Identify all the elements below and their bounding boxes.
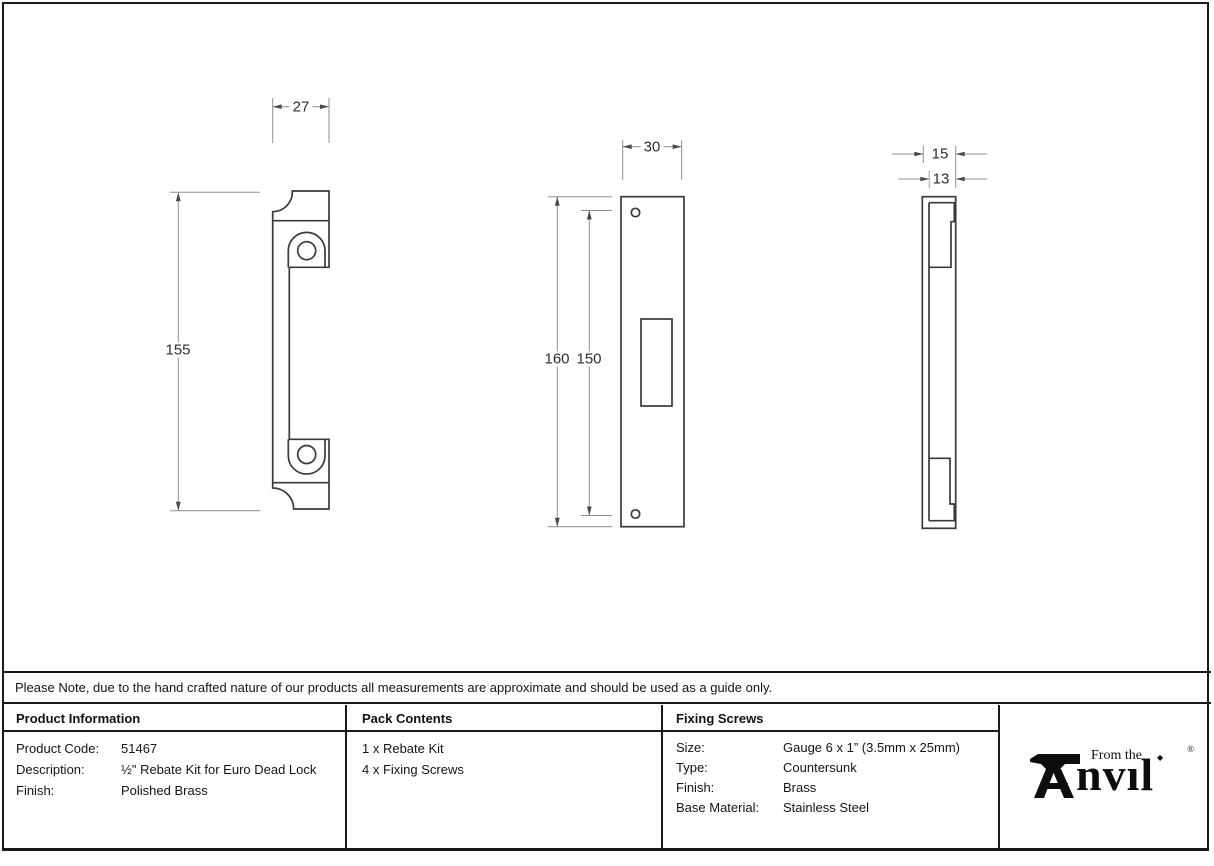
- table-row: Size: Gauge 6 x 1” (3.5mm x 25mm): [676, 738, 960, 758]
- faceplate-dimension-lines: [548, 140, 683, 528]
- dimension-label-rebate-width: 27: [289, 99, 313, 115]
- row-label: Finish:: [16, 783, 55, 798]
- dimension-label-rebate-height: 155: [162, 342, 194, 358]
- dimension-label-faceplate-height: 160: [541, 351, 573, 367]
- pack-item: 1 x Rebate Kit: [362, 741, 444, 756]
- table-header-divider: [2, 730, 1000, 732]
- table-row: Type: Countersunk: [676, 758, 960, 778]
- table-column-divider: [661, 705, 663, 851]
- table-row: Product Code: 51467: [16, 738, 316, 759]
- row-value: Stainless Steel: [783, 800, 869, 815]
- screw-hole: [296, 240, 317, 261]
- bolt-cutout: [640, 318, 673, 407]
- faceplate-view: [548, 140, 685, 528]
- row-value: Countersunk: [783, 760, 857, 775]
- from-the-anvil-logo: nvıl From the ◆ ®: [1030, 744, 1194, 802]
- screw-hole: [630, 508, 641, 520]
- screw-hole: [296, 444, 317, 465]
- table-row: Description: ½" Rebate Kit for Euro Dead…: [16, 759, 316, 780]
- product-information-cell: Product Code: 51467 Description: ½" Reba…: [16, 738, 316, 801]
- product-information-header: Product Information: [16, 711, 141, 726]
- table-row: Finish: Brass: [676, 778, 960, 798]
- row-value: Gauge 6 x 1” (3.5mm x 25mm): [783, 740, 960, 755]
- dimension-label-depth-inner: 13: [929, 171, 953, 187]
- row-label: Description:: [16, 762, 85, 777]
- note-bar: Please Note, due to the hand crafted nat…: [2, 671, 1211, 704]
- anvil-wordmark: nvıl: [1076, 749, 1155, 800]
- side-profile-view: [891, 146, 988, 530]
- technical-drawing: [170, 98, 988, 530]
- registered-trademark-symbol: ®: [1187, 744, 1194, 754]
- row-value: Polished Brass: [121, 783, 208, 798]
- note-text: Please Note, due to the hand crafted nat…: [15, 680, 773, 695]
- row-label: Product Code:: [16, 741, 100, 756]
- row-value: ½" Rebate Kit for Euro Dead Lock: [121, 762, 317, 777]
- rebate-dimension-lines: [170, 98, 330, 512]
- fixing-screws-cell: Size: Gauge 6 x 1” (3.5mm x 25mm) Type: …: [676, 738, 960, 818]
- pack-contents-header: Pack Contents: [362, 711, 453, 726]
- pack-contents-cell: 1 x Rebate Kit 4 x Fixing Screws: [362, 738, 464, 780]
- row-label: Base Material:: [676, 800, 760, 815]
- side-dimension-lines: [891, 146, 988, 188]
- pack-item: 4 x Fixing Screws: [362, 762, 464, 777]
- table-row: Finish: Polished Brass: [16, 780, 316, 801]
- row-value: 51467: [121, 741, 158, 756]
- diamond-i-dot: ◆: [1157, 753, 1164, 762]
- row-label: Size:: [676, 740, 705, 755]
- dimension-label-hole-centres: 150: [573, 351, 605, 367]
- screw-hole: [630, 207, 641, 218]
- row-label: Finish:: [676, 780, 715, 795]
- row-label: Type:: [676, 760, 708, 775]
- page-frame: [2, 2, 1209, 851]
- row-value: Brass: [783, 780, 817, 795]
- table-column-divider: [345, 705, 347, 851]
- anvil-icon: [1030, 754, 1080, 798]
- dimension-label-faceplate-width: 30: [640, 139, 664, 155]
- fixing-screws-header: Fixing Screws: [676, 711, 764, 726]
- dimension-label-depth-total: 15: [928, 146, 952, 162]
- table-column-divider: [998, 705, 1000, 851]
- rebate-section-view: [170, 98, 330, 512]
- logo-tagline: From the: [1091, 748, 1142, 763]
- table-row: Base Material: Stainless Steel: [676, 798, 960, 818]
